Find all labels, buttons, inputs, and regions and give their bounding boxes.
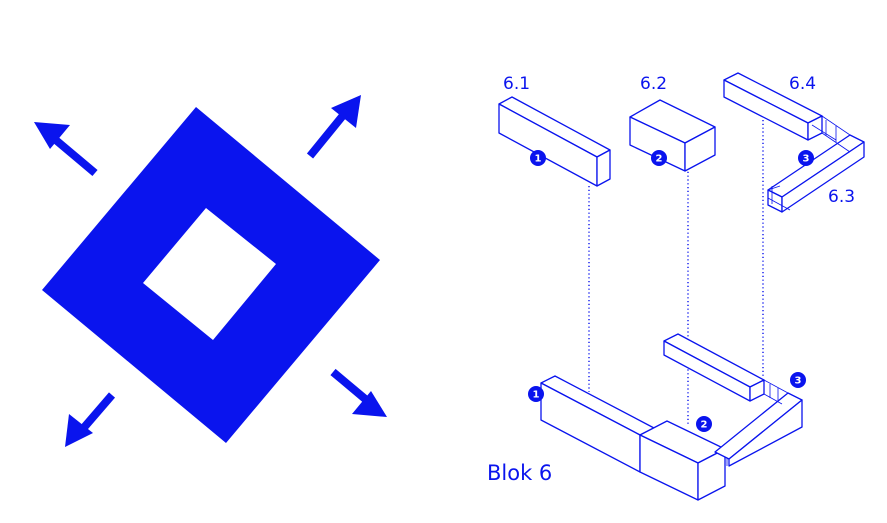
badge-top-3: 3 [798,150,814,166]
diagram-title: Blok 6 [487,461,552,485]
label-6-2: 6.2 [640,74,667,94]
svg-text:2: 2 [656,154,663,165]
block-exploded-diagram: 1 2 3 1 2 3 6.1 6.2 6.4 6.3 Blok 6 [487,72,865,501]
square-frame-shape [42,107,380,443]
assembled-block-cube [639,420,726,501]
expansion-figure [34,95,387,447]
assembled-block-long [540,375,655,473]
arrow-up-left-icon [34,122,98,177]
svg-text:3: 3 [803,154,810,165]
block-6-1 [498,96,611,187]
badge-bottom-3: 3 [790,372,806,388]
arrow-down-right-icon [330,368,387,417]
label-6-3: 6.3 [828,187,855,207]
badge-top-1: 1 [530,150,546,166]
label-6-1: 6.1 [503,74,530,94]
block-hatching-bottom [763,379,789,405]
block-hatching-top [767,115,851,211]
arrow-down-left-icon [65,392,116,447]
arrow-up-right-icon [306,95,361,159]
svg-text:2: 2 [701,420,708,431]
block-6-2 [629,99,716,172]
block-6-3 [767,134,865,213]
assembled-block-upper [663,333,765,402]
svg-text:1: 1 [533,390,540,401]
svg-text:3: 3 [795,376,802,387]
label-6-4: 6.4 [789,74,816,94]
badge-bottom-1: 1 [528,386,544,402]
badge-top-2: 2 [651,150,667,166]
svg-text:1: 1 [535,154,542,165]
assembled-block-diagonal [714,392,803,467]
badge-bottom-2: 2 [696,416,712,432]
